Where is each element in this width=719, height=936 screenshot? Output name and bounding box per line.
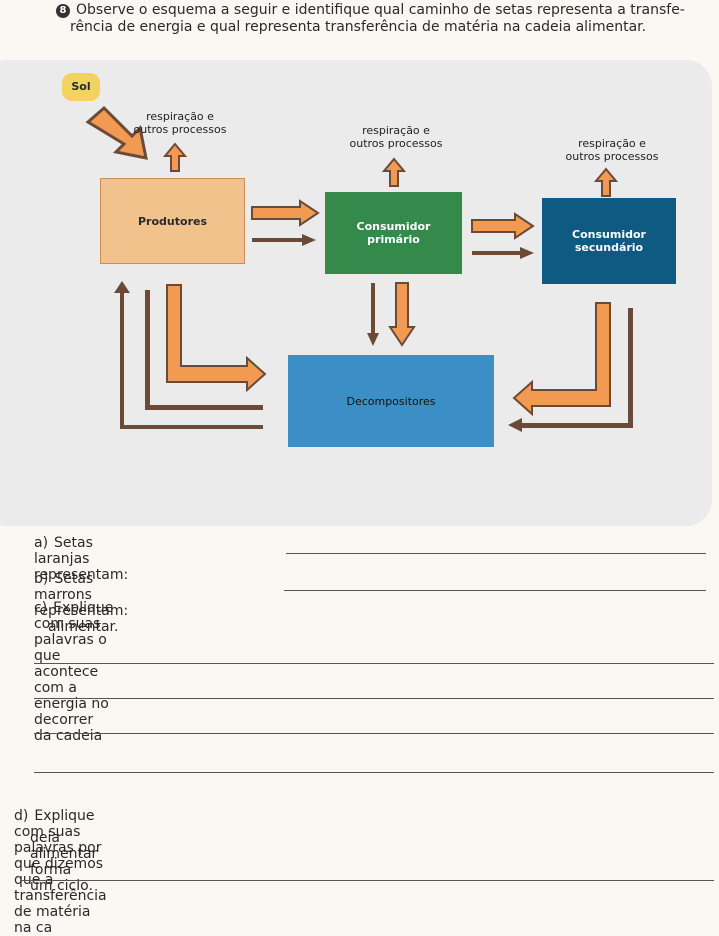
energy-arrow-primary-secondary	[471, 212, 535, 240]
matter-arrow-producers-primary	[252, 234, 316, 246]
secondary-consumer-box: Consumidor secundário	[542, 198, 676, 284]
matter-arrow-decomposers-producers	[114, 281, 263, 429]
primary-consumer-box: Consumidor primário	[325, 192, 462, 274]
matter-arrow-primary-secondary	[472, 247, 534, 259]
answer-line-c-3[interactable]	[34, 733, 714, 734]
answer-line-a[interactable]	[286, 553, 706, 554]
question-line-1: Observe o esquema a seguir e identifique…	[76, 2, 685, 18]
energy-arrow-decomposers-left	[166, 284, 267, 393]
answer-line-d-1[interactable]	[20, 880, 714, 881]
respiration-label-secondary: respiração e outros processos	[565, 137, 659, 163]
matter-arrow-primary-decomposers	[367, 283, 379, 346]
primary-consumer-label-1: Consumidor	[356, 220, 431, 233]
question-prompt: 8 Observe o esquema a seguir e identifiqu…	[56, 2, 716, 36]
answer-line-c-1[interactable]	[34, 663, 714, 664]
respiration-label-producers: respiração e outros processos	[133, 110, 227, 136]
matter-arrow-secondary-decomposers	[508, 308, 633, 432]
producers-label: Produtores	[138, 214, 207, 228]
answer-line-b[interactable]	[284, 590, 706, 591]
up-arrow-secondary	[593, 167, 619, 197]
secondary-consumer-label-2: secundário	[574, 241, 644, 254]
decomposers-box: Decompositores	[288, 355, 494, 447]
up-arrow-producers	[162, 142, 188, 172]
secondary-consumer-label-1: Consumidor	[572, 228, 646, 241]
sun-energy-arrow	[85, 105, 148, 160]
up-arrow-primary	[381, 157, 407, 187]
item-b: b)Setas marrons representam:	[34, 571, 129, 619]
energy-arrow-producers-primary	[251, 199, 320, 227]
respiration-label-primary: respiração e outros processos	[349, 124, 443, 150]
answer-line-c-2[interactable]	[34, 698, 714, 699]
sun-label: Sol	[62, 73, 100, 101]
question-number: 8	[56, 4, 70, 18]
question-line-2: rência de energia e qual representa tran…	[70, 19, 647, 35]
item-c: c)Explique com suas palavras o que acont…	[34, 600, 114, 744]
item-a: a)Setas laranjas representam:	[34, 535, 129, 583]
item-d-line-2: deia alimentar forma um ciclo.	[30, 830, 98, 894]
decomposers-label: Decompositores	[346, 394, 436, 408]
energy-arrow-secondary-decomposers	[512, 302, 611, 417]
primary-consumer-label-2: primário	[367, 233, 420, 246]
diagram-arrows	[85, 105, 633, 432]
item-c-line-2: alimentar.	[48, 619, 119, 635]
producers-box: Produtores	[100, 178, 245, 264]
answer-line-c-4[interactable]	[34, 772, 714, 773]
energy-arrow-primary-decomposers	[388, 282, 416, 347]
